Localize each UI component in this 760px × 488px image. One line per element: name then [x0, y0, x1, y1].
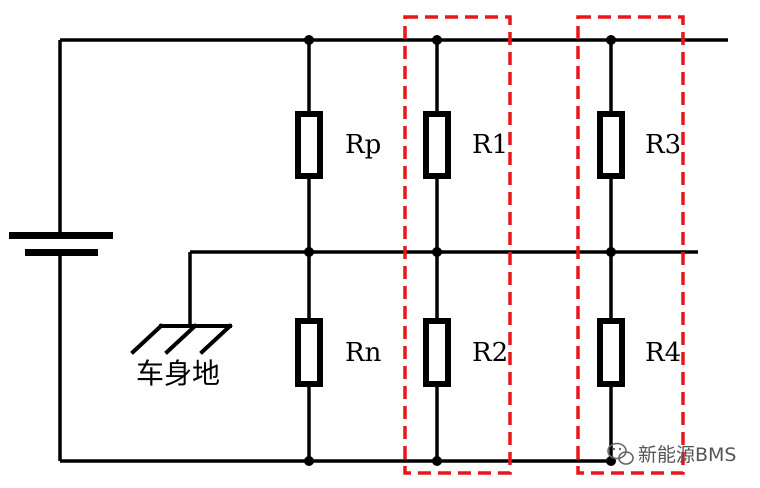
ground-hatch-1 — [130, 323, 164, 355]
watermark-text: 新能源BMS — [638, 444, 737, 466]
chassis-ground-icon — [130, 323, 233, 355]
label-rn: Rn — [345, 338, 382, 368]
label-r3: R3 — [645, 130, 681, 160]
wires — [58, 38, 728, 463]
junction-dot — [432, 35, 442, 45]
resistor-rp — [295, 111, 323, 179]
junction-dot — [432, 247, 442, 257]
ground-hatch-2 — [164, 323, 198, 355]
resistor-r4 — [597, 318, 625, 387]
watermark: 新能源BMS — [607, 442, 737, 466]
junction-dot — [606, 35, 616, 45]
ground-hatch-3 — [199, 323, 233, 355]
battery-long-plate — [9, 232, 113, 239]
resistor-r2 — [423, 318, 451, 387]
junction-dot — [432, 456, 442, 466]
junction-dot — [606, 247, 616, 257]
junction-dot — [304, 35, 314, 45]
battery-short-plate — [25, 249, 98, 256]
junction-dot — [304, 247, 314, 257]
resistor-r3 — [597, 111, 625, 179]
wechat-logo-icon — [607, 442, 634, 465]
resistor-r1 — [423, 111, 451, 179]
junction-dot — [304, 456, 314, 466]
highlight-box-r3-r4 — [576, 15, 685, 475]
battery-icon — [9, 232, 113, 256]
label-r4: R4 — [645, 338, 681, 368]
resistor-rn — [295, 318, 323, 387]
junctions — [304, 35, 616, 466]
highlight-boxes — [403, 15, 685, 475]
label-rp: Rp — [345, 130, 381, 160]
highlight-box-r1-r2 — [403, 15, 512, 475]
ground-label: 车身地 — [136, 357, 220, 390]
resistors — [295, 111, 625, 387]
label-r1: R1 — [472, 130, 508, 160]
label-r2: R2 — [472, 338, 508, 368]
